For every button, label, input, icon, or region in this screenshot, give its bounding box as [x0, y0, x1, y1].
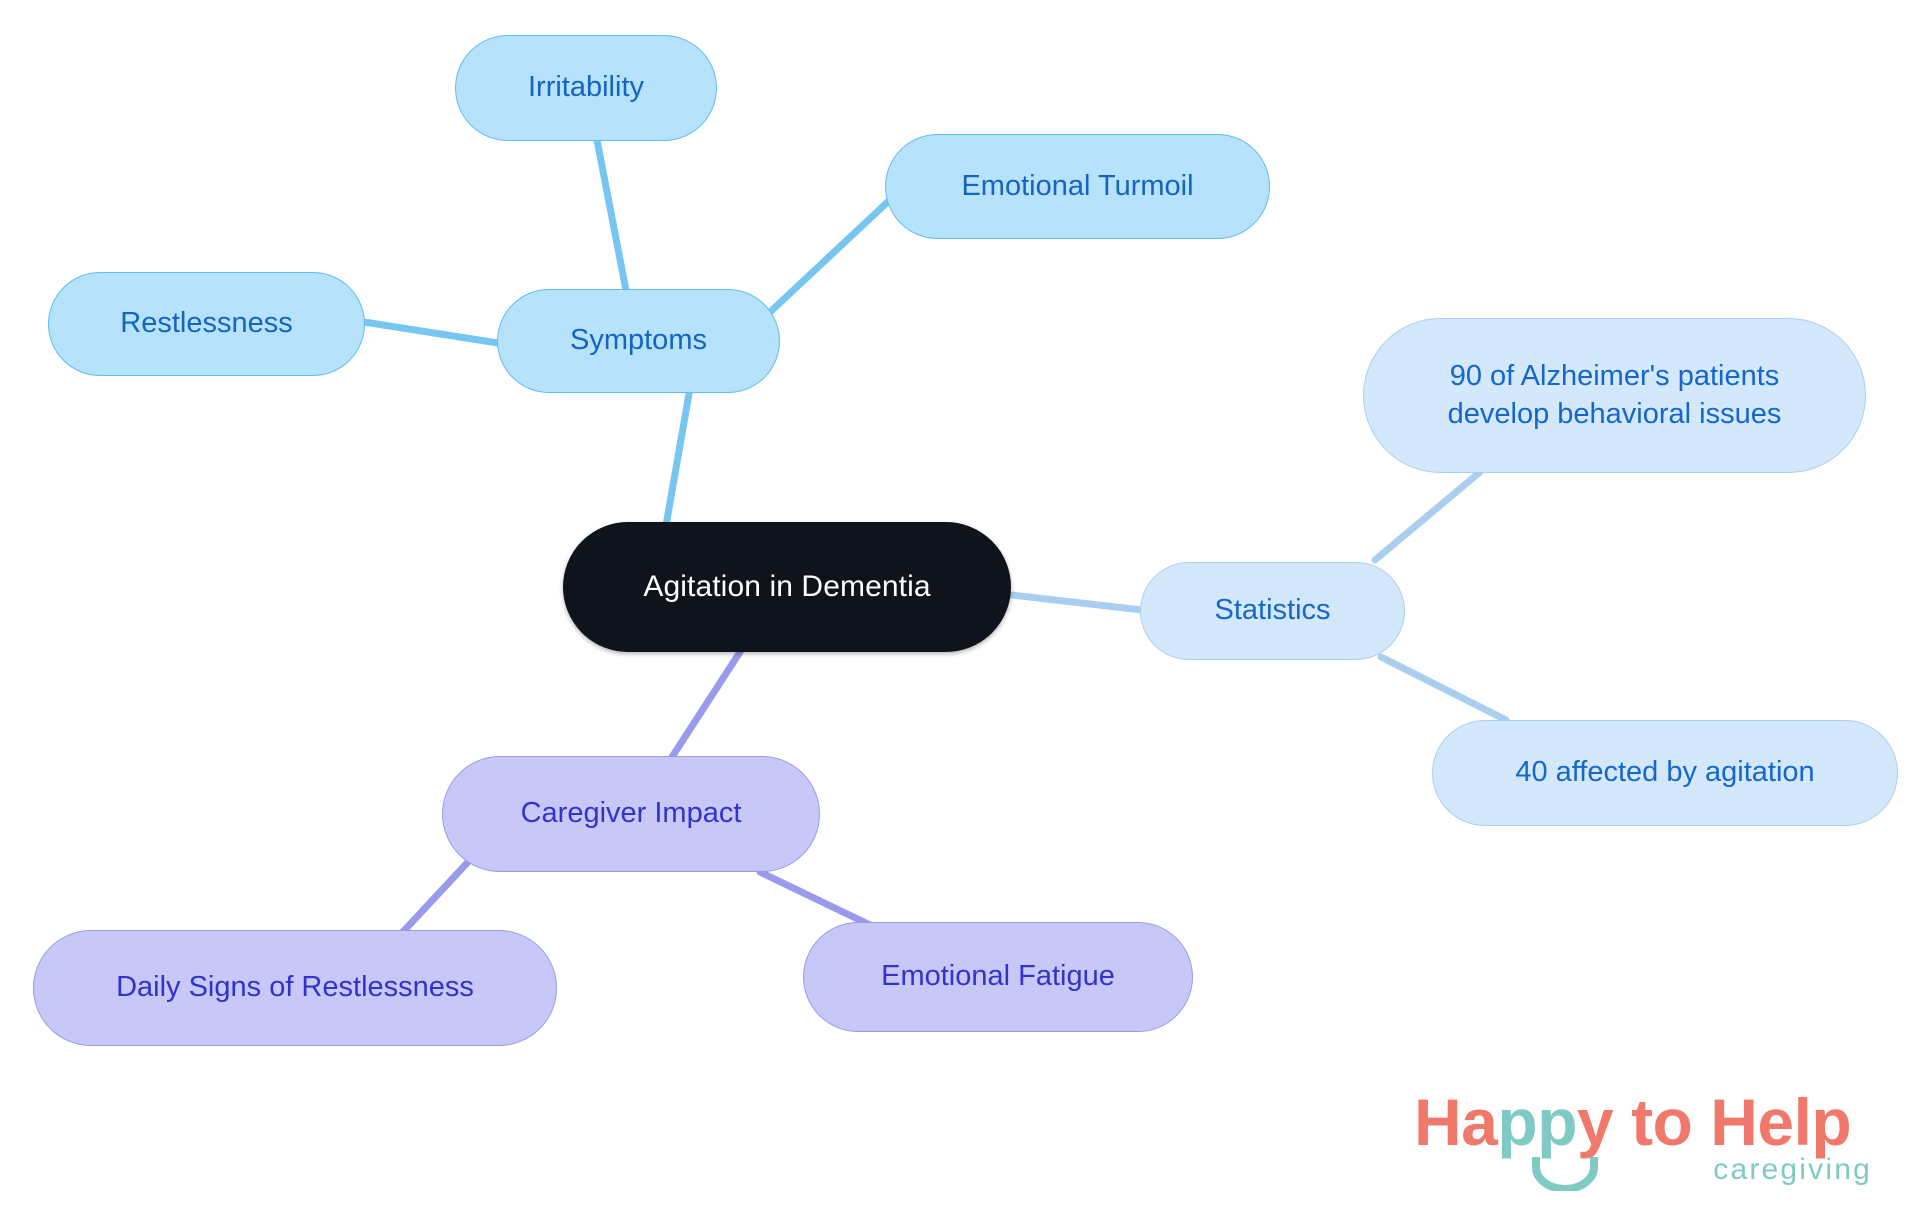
node-emotional-turmoil-label: Emotional Turmoil [961, 169, 1194, 202]
edge-symptoms-emotional-turmoil [765, 192, 898, 317]
node-stat-90-percent-label: 90 of Alzheimer's patients develop behav… [1447, 360, 1782, 430]
node-stat-40-percent[interactable]: 40 affected by agitation [1432, 720, 1898, 826]
node-root-agitation-in-dementia[interactable]: Agitation in Dementia [563, 522, 1011, 652]
node-restlessness[interactable]: Restlessness [48, 272, 365, 376]
logo-text-y: y [1577, 1085, 1614, 1159]
edge-root-caregiver-impact [668, 648, 744, 761]
brand-logo: Happy to Help caregiving [1414, 1089, 1884, 1201]
node-statistics-label: Statistics [1214, 594, 1331, 627]
node-symptoms-label: Symptoms [570, 324, 707, 357]
node-symptoms[interactable]: Symptoms [497, 289, 780, 393]
node-irritability[interactable]: Irritability [455, 35, 717, 141]
node-emotional-turmoil[interactable]: Emotional Turmoil [885, 134, 1270, 239]
node-daily-signs-of-restlessness-label: Daily Signs of Restlessness [116, 971, 474, 1004]
smile-icon [1532, 1157, 1598, 1191]
node-restlessness-label: Restlessness [120, 307, 293, 340]
logo-text-to-help: to Help [1613, 1085, 1852, 1159]
edge-symptoms-restlessness [360, 318, 502, 347]
edge-root-symptoms [660, 384, 694, 541]
edge-statistics-stat40 [1377, 653, 1510, 724]
edge-statistics-stat90 [1371, 468, 1484, 564]
edge-caregiver-emotional-fatigue [756, 868, 874, 929]
node-statistics[interactable]: Statistics [1140, 562, 1405, 660]
logo-text-ha: Ha [1414, 1085, 1498, 1159]
node-caregiver-impact[interactable]: Caregiver Impact [442, 756, 820, 872]
edge-root-statistics [1008, 591, 1146, 614]
node-root-label: Agitation in Dementia [643, 569, 931, 603]
node-emotional-fatigue-label: Emotional Fatigue [881, 960, 1115, 993]
node-stat-40-percent-label: 40 affected by agitation [1515, 756, 1815, 789]
node-stat-90-percent[interactable]: 90 of Alzheimer's patients develop behav… [1363, 318, 1866, 473]
logo-wordmark: Happy to Help [1414, 1089, 1852, 1155]
edge-symptoms-irritability [593, 136, 633, 310]
node-emotional-fatigue[interactable]: Emotional Fatigue [803, 922, 1193, 1032]
logo-subtitle: caregiving [1713, 1153, 1872, 1186]
logo-text-pp: pp [1497, 1085, 1578, 1159]
node-irritability-label: Irritability [527, 71, 644, 104]
node-daily-signs-of-restlessness[interactable]: Daily Signs of Restlessness [33, 930, 557, 1046]
edge-caregiver-daily-signs [396, 858, 472, 939]
node-caregiver-impact-label: Caregiver Impact [520, 797, 742, 830]
